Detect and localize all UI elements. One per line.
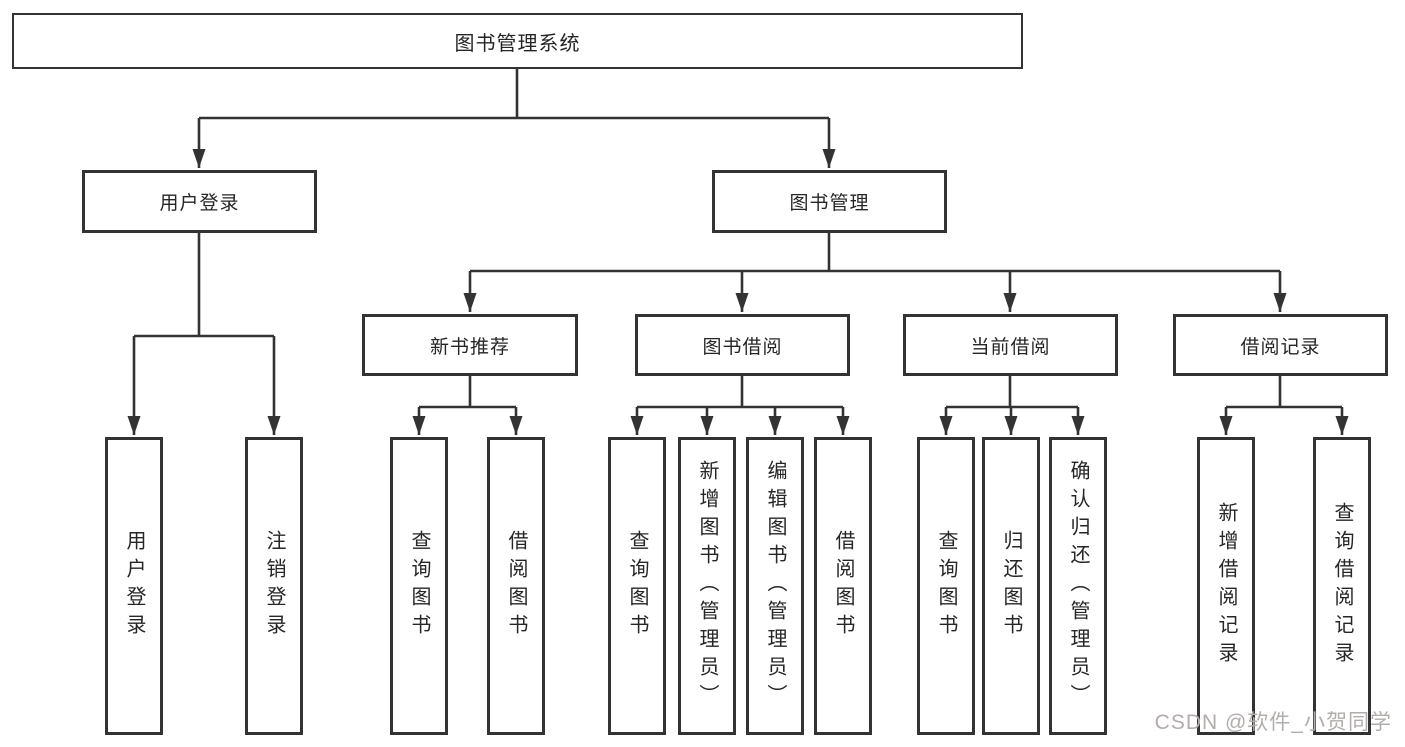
csdn-watermark: CSDN @软件_小贺同学 — [1154, 711, 1392, 734]
leaf-label: 借阅图书 — [832, 530, 854, 642]
leaf-label: 查询借阅记录 — [1331, 502, 1353, 670]
leaf-label: 归还图书 — [1000, 530, 1022, 642]
node-leaf-query-books-current: 查询图书 — [917, 437, 975, 735]
leaf-label: 查询图书 — [408, 530, 430, 642]
node-leaf-add-book-admin: 新增图书（管理员） — [678, 437, 736, 735]
node-leaf-edit-book-admin: 编辑图书（管理员） — [746, 437, 804, 735]
node-leaf-query-books-recommend: 查询图书 — [390, 437, 448, 735]
node-leaf-confirm-return-admin: 确认归还（管理员） — [1049, 437, 1107, 735]
node-leaf-query-books-borrowing: 查询图书 — [608, 437, 666, 735]
node-leaf-borrow-books: 借阅图书 — [814, 437, 872, 735]
leaf-label: 新增图书（管理员） — [696, 460, 718, 712]
leaf-label: 编辑图书（管理员） — [764, 460, 786, 712]
leaf-label: 确认归还（管理员） — [1067, 460, 1089, 712]
leaf-label: 用户登录 — [123, 530, 145, 642]
node-leaf-logout: 注销登录 — [245, 437, 303, 735]
node-user-login: 用户登录 — [82, 170, 317, 233]
node-borrowing-records: 借阅记录 — [1173, 314, 1388, 376]
node-book-management: 图书管理 — [712, 170, 947, 233]
leaf-label: 注销登录 — [263, 530, 285, 642]
node-leaf-query-borrow-record: 查询借阅记录 — [1313, 437, 1371, 735]
leaf-label: 新增借阅记录 — [1215, 502, 1237, 670]
node-leaf-add-borrow-record: 新增借阅记录 — [1197, 437, 1255, 735]
node-new-book-recommendation: 新书推荐 — [362, 314, 578, 376]
leaf-label: 查询图书 — [626, 530, 648, 642]
leaf-label: 查询图书 — [935, 530, 957, 642]
node-leaf-return-books: 归还图书 — [982, 437, 1040, 735]
node-library-management-system: 图书管理系统 — [12, 13, 1023, 69]
node-leaf-borrow-books-recommend: 借阅图书 — [487, 437, 545, 735]
node-current-borrowing: 当前借阅 — [903, 314, 1118, 376]
node-book-borrowing: 图书借阅 — [635, 314, 850, 376]
node-leaf-user-login: 用户登录 — [105, 437, 163, 735]
leaf-label: 借阅图书 — [505, 530, 527, 642]
